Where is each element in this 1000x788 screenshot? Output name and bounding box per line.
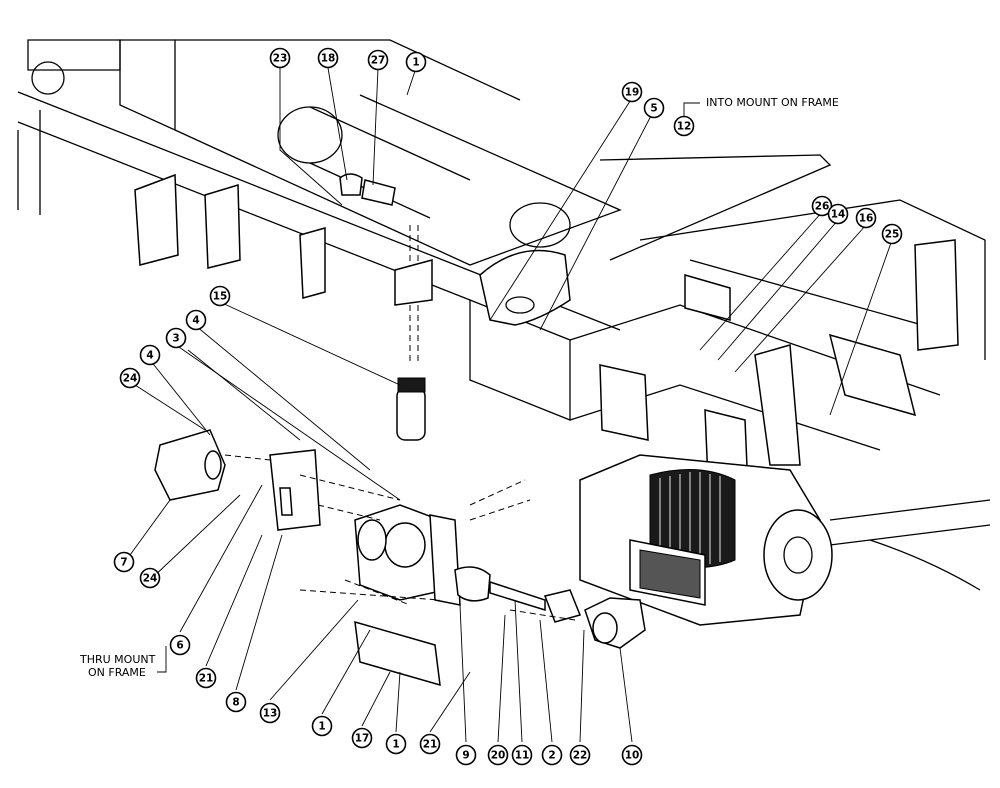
callout-8: 8 xyxy=(225,691,247,713)
valve-and-filter xyxy=(339,173,433,441)
callout-label: 10 xyxy=(625,750,640,762)
callout-label: 4 xyxy=(146,350,153,362)
callout-label: 24 xyxy=(123,373,138,385)
callout-18: 18 xyxy=(317,47,339,69)
callout-25: 25 xyxy=(881,223,903,245)
callout-12: 12 xyxy=(673,115,695,137)
callout-label: 11 xyxy=(515,750,530,762)
callout-label: 15 xyxy=(213,291,228,303)
callout-17: 17 xyxy=(351,727,373,749)
callout-24: 24 xyxy=(139,567,161,589)
callout-15: 15 xyxy=(209,285,231,307)
callout-21: 21 xyxy=(419,733,441,755)
callout-label: 5 xyxy=(650,103,657,115)
callout-label: 1 xyxy=(392,739,399,751)
callout-20: 20 xyxy=(487,744,509,766)
callout-label: 21 xyxy=(423,739,438,751)
callout-1: 1 xyxy=(385,733,407,755)
callout-label: 23 xyxy=(273,53,288,65)
callout-label: 14 xyxy=(831,209,846,221)
callout-label: 17 xyxy=(355,733,370,745)
callout-2: 2 xyxy=(541,744,563,766)
callout-6: 6 xyxy=(169,634,191,656)
callout-27: 27 xyxy=(367,49,389,71)
callout-7: 7 xyxy=(113,551,135,573)
callout-label: 24 xyxy=(143,573,158,585)
callout-5: 5 xyxy=(643,97,665,119)
callout-label: 16 xyxy=(859,213,874,225)
callout-label: 3 xyxy=(172,333,179,345)
callout-16: 16 xyxy=(855,207,877,229)
callout-label: 1 xyxy=(318,721,325,733)
callout-21: 21 xyxy=(195,667,217,689)
note-into-mount-on-frame: INTO MOUNT ON FRAME xyxy=(706,96,839,109)
callout-4: 4 xyxy=(139,344,161,366)
callout-label: 7 xyxy=(120,557,127,569)
callout-19: 19 xyxy=(621,81,643,103)
callout-label: 6 xyxy=(176,640,183,652)
callout-label: 22 xyxy=(573,750,588,762)
winch-assembly xyxy=(579,454,833,626)
callout-26: 26 xyxy=(811,195,833,217)
leader-lines xyxy=(129,67,893,743)
callout-3: 3 xyxy=(165,327,187,349)
callout-label: 8 xyxy=(232,697,239,709)
pump-drive-assembly xyxy=(154,429,646,687)
callout-23: 23 xyxy=(269,47,291,69)
callout-14: 14 xyxy=(827,203,849,225)
callout-label: 1 xyxy=(412,57,419,69)
callout-24: 24 xyxy=(119,367,141,389)
callout-label: 21 xyxy=(199,673,214,685)
callout-1: 1 xyxy=(405,51,427,73)
callout-9: 9 xyxy=(455,744,477,766)
callout-4: 4 xyxy=(185,309,207,331)
callout-label: 4 xyxy=(192,315,199,327)
callout-1: 1 xyxy=(311,715,333,737)
callout-label: 9 xyxy=(462,750,469,762)
callout-label: 13 xyxy=(263,708,278,720)
callout-label: 19 xyxy=(625,87,640,99)
callout-11: 11 xyxy=(511,744,533,766)
callout-22: 22 xyxy=(569,744,591,766)
callout-label: 2 xyxy=(548,750,555,762)
callout-label: 12 xyxy=(677,121,692,133)
callout-10: 10 xyxy=(621,744,643,766)
note-thru-mount-line2: ON FRAME xyxy=(88,666,146,679)
chassis-frame xyxy=(17,39,991,591)
note-thru-mount-line1: THRU MOUNT xyxy=(79,653,156,666)
callout-label: 20 xyxy=(491,750,506,762)
callout-13: 13 xyxy=(259,702,281,724)
callout-label: 18 xyxy=(321,53,336,65)
callout-label: 25 xyxy=(885,229,900,241)
callout-label: 26 xyxy=(815,201,830,213)
callout-label: 27 xyxy=(371,55,386,67)
